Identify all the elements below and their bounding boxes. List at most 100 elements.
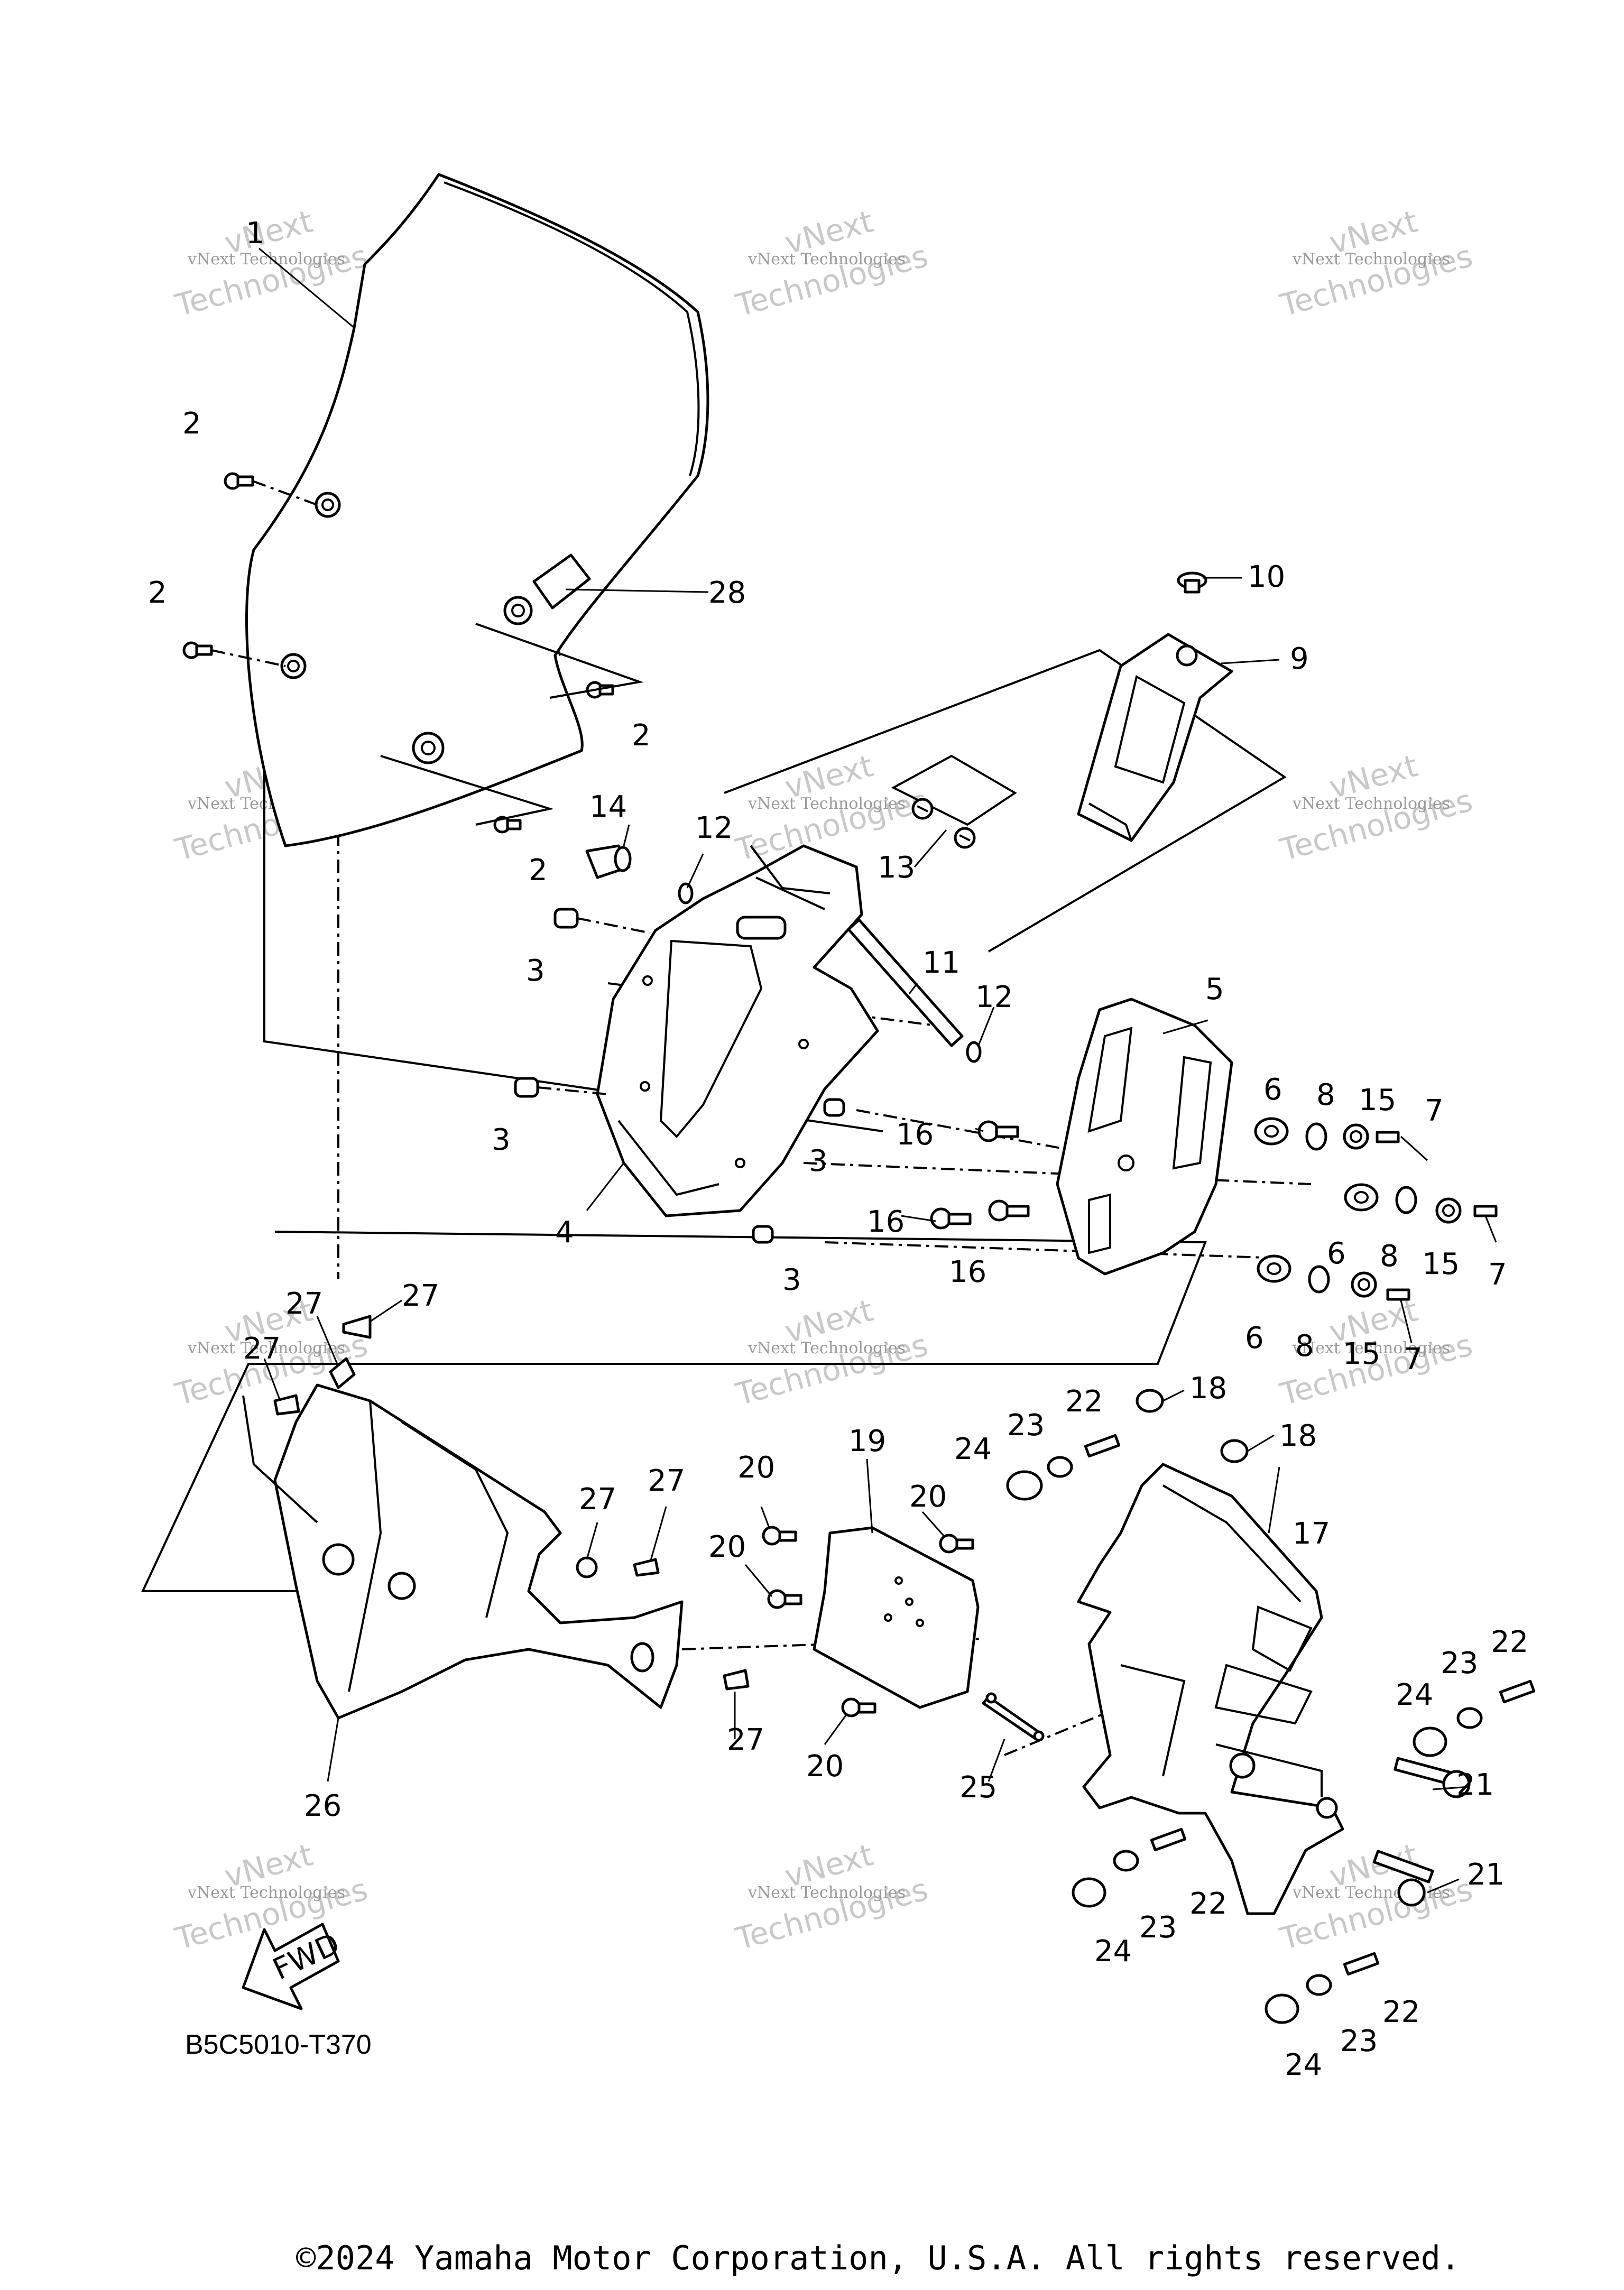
callout-20[interactable]: 20 — [708, 1530, 746, 1564]
rivet[interactable] — [329, 1357, 356, 1389]
callout-11[interactable]: 11 — [922, 946, 960, 980]
callout-28[interactable]: 28 — [708, 576, 746, 610]
rivet[interactable] — [576, 1556, 598, 1578]
bolt[interactable] — [762, 1526, 797, 1546]
bolts-21[interactable] — [1372, 1757, 1471, 1907]
bolt[interactable] — [977, 1120, 1019, 1142]
callout-24[interactable]: 24 — [1285, 2048, 1322, 2082]
callout-21[interactable]: 21 — [1467, 1858, 1505, 1892]
fastener-set[interactable] — [1344, 1183, 1498, 1224]
callout-20[interactable]: 20 — [909, 1480, 947, 1514]
shaft[interactable] — [847, 918, 964, 1047]
bolt[interactable] — [1394, 1757, 1471, 1798]
callout-1[interactable]: 1 — [246, 216, 265, 251]
callout-22[interactable]: 22 — [1189, 1887, 1227, 1921]
callout-8[interactable]: 8 — [1295, 1329, 1314, 1363]
springs[interactable] — [891, 754, 1017, 849]
fastener-set[interactable] — [1257, 1254, 1410, 1301]
collar-14[interactable] — [585, 844, 632, 879]
callout-8[interactable]: 8 — [1380, 1239, 1399, 1273]
callout-15[interactable]: 15 — [1422, 1247, 1460, 1281]
mount-fasteners[interactable] — [1006, 1434, 1536, 2024]
callout-16[interactable]: 16 — [867, 1205, 905, 1239]
callout-3[interactable]: 3 — [526, 954, 545, 988]
callout-7[interactable]: 7 — [1404, 1342, 1423, 1377]
callout-12[interactable]: 12 — [695, 811, 733, 845]
upper-cowling[interactable] — [596, 844, 879, 1217]
rivet[interactable] — [342, 1315, 372, 1339]
callout-14[interactable]: 14 — [589, 790, 627, 824]
windshield-screws[interactable] — [182, 472, 644, 834]
callout-6[interactable]: 6 — [1245, 1321, 1264, 1355]
adjuster-plate[interactable] — [1056, 998, 1233, 1276]
callout-22[interactable]: 22 — [1382, 1995, 1420, 2029]
rivet[interactable] — [273, 1394, 300, 1416]
callout-27[interactable]: 27 — [727, 1723, 764, 1757]
callout-24[interactable]: 24 — [954, 1432, 992, 1466]
callout-18[interactable]: 18 — [1279, 1419, 1317, 1453]
callout-20[interactable]: 20 — [737, 1451, 775, 1485]
callout-2[interactable]: 2 — [148, 576, 167, 610]
headlight-stay[interactable] — [1077, 1463, 1344, 1915]
callout-17[interactable]: 17 — [1293, 1517, 1330, 1551]
callout-7[interactable]: 7 — [1425, 1094, 1444, 1128]
callout-27[interactable]: 27 — [285, 1287, 323, 1321]
callout-22[interactable]: 22 — [1491, 1625, 1528, 1659]
callout-19[interactable]: 19 — [848, 1424, 886, 1458]
visor-bracket[interactable] — [1077, 633, 1233, 842]
callout-13[interactable]: 13 — [878, 851, 915, 885]
collar[interactable] — [553, 908, 579, 929]
mount-plate[interactable] — [813, 1526, 980, 1709]
callout-3[interactable]: 3 — [492, 1123, 511, 1157]
callout-2[interactable]: 2 — [182, 407, 201, 441]
callout-27[interactable]: 27 — [402, 1279, 439, 1313]
callout-21[interactable]: 21 — [1456, 1768, 1494, 1802]
callout-4[interactable]: 4 — [555, 1215, 574, 1250]
clip-25[interactable] — [982, 1692, 1045, 1742]
callout-9[interactable]: 9 — [1290, 642, 1309, 676]
collar[interactable] — [823, 1098, 845, 1117]
rivet[interactable] — [633, 1558, 660, 1577]
callout-20[interactable]: 20 — [806, 1749, 844, 1784]
screw[interactable] — [182, 641, 213, 659]
callout-15[interactable]: 15 — [1359, 1083, 1396, 1118]
callout-24[interactable]: 24 — [1396, 1678, 1433, 1712]
screw[interactable] — [493, 816, 522, 834]
callout-6[interactable]: 6 — [1263, 1073, 1282, 1107]
washer-12[interactable] — [678, 882, 694, 904]
callout-8[interactable]: 8 — [1316, 1078, 1335, 1112]
callout-27[interactable]: 27 — [243, 1332, 281, 1366]
callout-23[interactable]: 23 — [1441, 1646, 1478, 1680]
screw[interactable] — [224, 472, 254, 490]
lower-cowl[interactable] — [242, 1383, 684, 1720]
collar[interactable] — [752, 1225, 774, 1244]
bolt[interactable] — [988, 1199, 1030, 1222]
bolts-20[interactable] — [762, 1526, 974, 1717]
windshield[interactable] — [245, 173, 709, 847]
cap-18[interactable] — [1136, 1389, 1164, 1413]
callout-3[interactable]: 3 — [809, 1144, 828, 1178]
fastener-set[interactable] — [1254, 1117, 1400, 1151]
callout-15[interactable]: 15 — [1343, 1337, 1380, 1371]
bolt[interactable] — [1372, 1850, 1434, 1907]
rivets-27[interactable] — [273, 1315, 750, 1691]
callout-25[interactable]: 25 — [959, 1770, 997, 1805]
bolt[interactable] — [939, 1534, 974, 1554]
label-decal[interactable] — [532, 553, 591, 610]
collar[interactable] — [514, 1077, 539, 1098]
callout-23[interactable]: 23 — [1007, 1408, 1045, 1443]
callout-16[interactable]: 16 — [949, 1255, 986, 1289]
callout-27[interactable]: 27 — [648, 1464, 685, 1498]
callout-23[interactable]: 23 — [1340, 2024, 1378, 2058]
callout-12[interactable]: 12 — [975, 980, 1013, 1014]
bolt[interactable] — [930, 1207, 972, 1230]
callout-26[interactable]: 26 — [304, 1789, 342, 1823]
callout-24[interactable]: 24 — [1094, 1934, 1132, 1969]
collars-3[interactable] — [514, 908, 845, 1244]
bolt[interactable] — [841, 1697, 876, 1717]
bolt[interactable] — [767, 1589, 802, 1609]
callout-18[interactable]: 18 — [1189, 1371, 1227, 1406]
callout-5[interactable]: 5 — [1205, 972, 1224, 1007]
callout-10[interactable]: 10 — [1248, 560, 1285, 594]
bolts-16[interactable] — [930, 1120, 1030, 1230]
